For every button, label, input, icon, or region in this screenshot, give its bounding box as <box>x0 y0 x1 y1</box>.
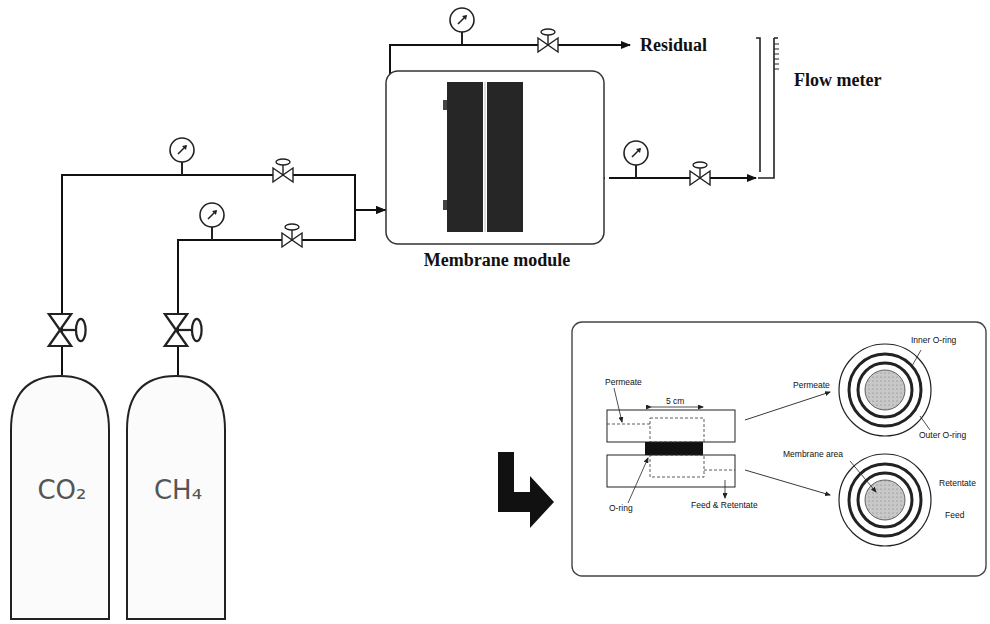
outlet-name: Residual <box>640 35 707 56</box>
membrane-module: Membrane module <box>385 70 609 282</box>
port-name: Permeate <box>604 377 643 387</box>
flow-meter: Flow meter <box>756 38 912 183</box>
part-name: Flow meter <box>794 70 912 91</box>
gas-cylinder: CO₂ <box>8 375 116 620</box>
gas-name: CH₄ <box>124 475 232 505</box>
port-name: Permeate <box>792 380 831 390</box>
port-name: Feed <box>944 510 965 520</box>
callout-arrow <box>498 452 554 528</box>
cylinder-valve <box>49 314 202 346</box>
port-name: Feed & Retentate <box>690 500 759 510</box>
part-name: O-ring <box>608 503 634 513</box>
gas-pipe <box>609 177 756 179</box>
inset-panel <box>572 322 986 576</box>
part-name: Membrane area <box>782 449 844 459</box>
part-name: Membrane module <box>385 250 609 271</box>
gas-pipe <box>62 175 385 375</box>
gas-pipe <box>178 210 385 375</box>
port-name: Retentate <box>938 478 977 488</box>
dimension: 5 cm <box>665 396 685 406</box>
gas-name: CO₂ <box>8 475 116 505</box>
gas-cylinder: CH₄ <box>124 375 232 620</box>
burette-outline <box>756 38 908 183</box>
part-name: Outer O-ring <box>918 430 967 440</box>
needle-valve <box>273 29 710 247</box>
part-name: Inner O-ring <box>910 335 957 345</box>
